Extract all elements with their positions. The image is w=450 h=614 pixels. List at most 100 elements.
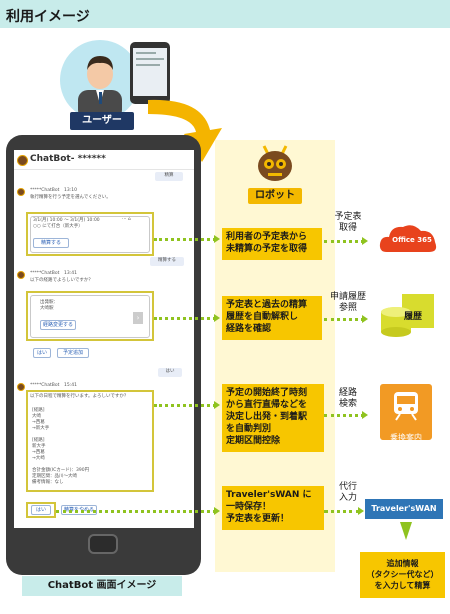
connector-dots [154, 317, 216, 320]
caption-line: 代行 [338, 482, 357, 492]
arrow-right-icon [362, 315, 368, 323]
caption-line: 入力 [338, 493, 357, 503]
chatbot-avatar [17, 271, 25, 279]
detail-card-highlight [26, 390, 154, 492]
office365-label: Office 365 [392, 236, 432, 244]
step-4-text: 一時保存！ [226, 502, 272, 512]
route-detail-line: →西葛 [32, 450, 45, 455]
yes-button[interactable]: はい [33, 348, 51, 358]
step-4-box: Traveler'sWAN に 一時保存！ 予定表を更新！ [222, 486, 324, 530]
caption-line: 申請履歴 [329, 292, 366, 302]
message-time: 13:41 [64, 271, 77, 276]
step-1-text: 利用者の予定表から [226, 232, 308, 242]
arrow-right-icon [362, 237, 368, 245]
message-sender: *****ChatBot [30, 271, 60, 276]
arrow-right-icon [362, 411, 368, 419]
route-station: 大崎駅 [40, 306, 54, 311]
connector-dots [154, 238, 216, 241]
schedule-card-highlight [26, 212, 154, 256]
user-avatar [60, 40, 140, 120]
settle-button[interactable]: 精算する [33, 238, 69, 248]
final-info-line: 追加情報 [386, 559, 419, 568]
route-detail-list: [経路]大崎→西葛→新大手[経路]新大手→西葛→大崎合計金額(ICカード)：39… [32, 408, 142, 486]
yes-button-highlight [26, 502, 56, 518]
connector-dots [324, 414, 364, 417]
connector-dots [154, 404, 216, 407]
train-icon [394, 392, 418, 421]
step-3-text: 決定し出発・到着駅 [226, 412, 308, 422]
smartphone-icon [130, 42, 170, 104]
schedule-title: ○○ にて打合（新大手） [33, 224, 83, 229]
connector-dots [324, 240, 364, 243]
route-detail-line: [経路] [32, 408, 45, 413]
final-info-box: 追加情報 （タクシー代など） を入力して精算 [360, 552, 445, 598]
step-4-text: Traveler'sWAN に [226, 490, 312, 500]
schedule-time: 3/1(月) 10:00 ～ 3/1(月) 10:00 [33, 218, 100, 223]
final-info-line: を入力して精算 [374, 581, 431, 590]
step-1-caption: 予定表 取得 [328, 212, 368, 234]
travelerswan-box: Traveler'sWAN [365, 499, 443, 519]
step-4-caption: 代行 入力 [328, 482, 368, 504]
chevron-right-icon[interactable]: › [133, 312, 143, 324]
change-route-button[interactable]: 経路変更する [40, 320, 76, 330]
caption-line: 予定表 [334, 212, 362, 222]
arrow-right-icon [214, 401, 220, 409]
arrow-right-icon [358, 507, 364, 515]
message-sender: *****ChatBot [30, 383, 60, 388]
route-detail-line: →西葛 [32, 420, 45, 425]
route-label: 出発駅： [40, 300, 58, 305]
arrow-right-icon [214, 314, 220, 322]
chatbot-screen-label: ChatBot 画面イメージ [22, 576, 182, 596]
step-1-box: 利用者の予定表から 未精算の予定を取得 [222, 228, 322, 260]
arrow-down-icon [400, 522, 412, 540]
connector-dots [56, 510, 216, 513]
history-database-icon [381, 294, 434, 337]
user-reply-pill-3: はい [158, 368, 182, 377]
chatbot-avatar [17, 383, 25, 391]
message-sender: *****ChatBot [30, 188, 60, 193]
final-info-line: （タクシー代など） [366, 570, 439, 579]
chatbot-avatar [17, 188, 25, 196]
step-3-text: 定期区間控除 [226, 436, 281, 446]
yes-button[interactable]: はい [31, 505, 51, 515]
route-detail-line: →新大手 [32, 426, 50, 431]
chatbot-header [14, 150, 194, 170]
office365-cloud-icon [379, 225, 437, 252]
user-reply-pill-1: 精算 [155, 172, 183, 181]
step-3-text: を自動判別 [226, 424, 272, 434]
step-1-text: 未精算の予定を取得 [226, 244, 308, 254]
robot-icon [258, 145, 292, 181]
step-2-caption: 申請履歴 参照 [326, 292, 370, 314]
route-detail-line: [経路] [32, 438, 45, 443]
step-2-box: 予定表と過去の精算 履歴を自動解釈し 経路を確認 [222, 296, 322, 340]
caption-line: 経路 [338, 388, 357, 398]
user-label: ユーザー [70, 112, 134, 130]
chatbot-avatar [17, 155, 28, 166]
route-detail-line: 定期区間：品川～大崎 [32, 474, 77, 479]
history-label: 履歴 [404, 312, 423, 322]
route-card [30, 295, 150, 338]
header-bar [0, 0, 450, 30]
message-text: 以下の日程で精算を行います。よろしいですか？ [30, 394, 129, 399]
arrow-right-icon [214, 507, 220, 515]
route-detail-line: 新大手 [32, 444, 46, 449]
add-schedule-button[interactable]: 予定追加 [57, 348, 89, 358]
route-card-highlight [26, 291, 154, 341]
route-detail-line: 備考情報：なし [32, 480, 64, 485]
step-3-box: 予定の開始終了時刻 から直行直帰などを 決定し出発・到着駅 を自動判別 定期区間… [222, 384, 324, 452]
caption-line: 参照 [338, 303, 357, 313]
transit-label: 乗換案内 [390, 433, 422, 442]
route-detail-line: 合計金額(ICカード)：390円 [32, 468, 90, 473]
message-text: 以下の経路でよろしいですか？ [30, 278, 93, 283]
message-text: 執行精算を行う予定を選んでください。 [30, 195, 111, 200]
step-3-caption: 経路 検索 [328, 388, 368, 410]
route-detail-line: 大崎 [32, 414, 41, 419]
phone-home-button[interactable] [88, 534, 118, 554]
robot-label: ロボット [248, 188, 302, 204]
user-reply-pill-2: 精算する [150, 257, 184, 266]
chatbot-title: ChatBot- ****** [30, 154, 106, 164]
caption-line: 検索 [338, 399, 357, 409]
connector-dots [324, 510, 360, 513]
step-2-text: 予定表と過去の精算 [226, 300, 308, 310]
curved-arrow-icon [148, 99, 222, 162]
